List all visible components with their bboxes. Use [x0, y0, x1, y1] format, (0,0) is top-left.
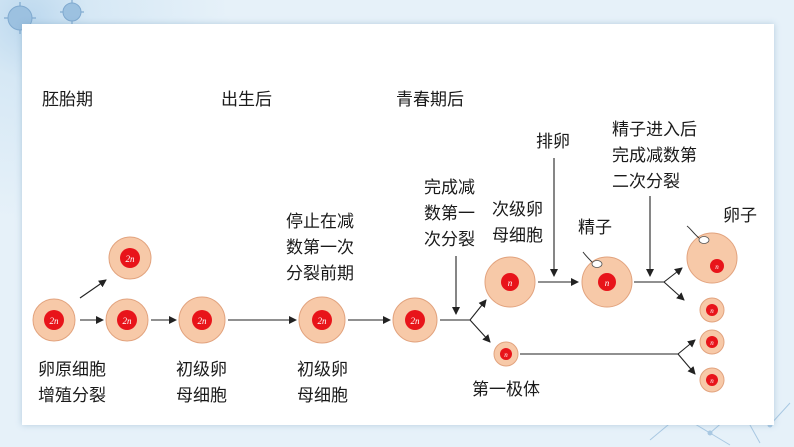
sperm-enter-label-line1: 精子进入后: [612, 120, 697, 140]
upper-daughter-ploidy: 2n: [126, 254, 136, 264]
egg-cell: n: [686, 225, 738, 284]
primary-oocyte-1-ploidy: 2n: [198, 316, 208, 326]
polar-body-cell-upper: n: [699, 297, 725, 323]
oogonium-label-line1: 卵原细胞: [38, 360, 106, 380]
arrow-oogonium-to-upper: [79, 279, 107, 299]
egg-sperm-tail-icon: [686, 225, 700, 239]
oogonium-daughter-lower: 2n: [105, 298, 149, 342]
arrow-split-to-polar-upper: [663, 281, 685, 301]
ovulation-label: 排卵: [536, 132, 570, 152]
sperm-label: 精子: [578, 218, 612, 238]
secondary-oocyte-ploidy: n: [508, 278, 513, 288]
oogonium-ploidy: 2n: [50, 316, 60, 326]
polar-body-cell-middle: n: [699, 329, 725, 355]
egg-label: 卵子: [723, 206, 757, 226]
oogonium-label-line2: 增殖分裂: [38, 386, 106, 406]
content-panel: [22, 24, 774, 425]
stage-embryo-label: 胚胎期: [42, 90, 93, 110]
primary-oocyte-2-label-line1: 初级卵: [297, 360, 348, 380]
arrow-split-to-secondary: [469, 299, 487, 321]
polar-middle-ploidy: n: [710, 339, 714, 347]
secondary-oocyte-cell: n: [484, 256, 536, 308]
sperm-head-icon: [591, 260, 603, 268]
first-polar-body-cell: n: [493, 341, 519, 367]
arrow-split-to-polar: [469, 319, 491, 343]
sperm-enter-label-line2: 完成减数第: [612, 146, 697, 166]
oogonium-daughter-upper: 2n: [108, 236, 152, 280]
stage-birth-label: 出生后: [221, 90, 272, 110]
primary-oocyte-1-label-line2: 母细胞: [176, 386, 227, 406]
arrest-label-line2: 数第一次: [286, 238, 354, 258]
arrow-polar-to-lower: [677, 353, 696, 375]
arrow-split-to-egg: [663, 267, 683, 283]
polar-body-cell-lower: n: [699, 367, 725, 393]
primary-oocyte-3-ploidy: 2n: [411, 316, 421, 326]
ovulated-oocyte-ploidy: n: [605, 278, 610, 288]
complete-first-label-line2: 数第一: [424, 204, 475, 224]
egg-ploidy: n: [715, 263, 719, 271]
arrest-label-line1: 停止在减: [286, 212, 354, 232]
lower-daughter-ploidy: 2n: [123, 316, 133, 326]
complete-first-label-line1: 完成减: [424, 178, 475, 198]
primary-oocyte-cell-3: 2n: [392, 297, 438, 343]
egg-sperm-head-icon: [698, 236, 710, 244]
primary-oocyte-cell-2: 2n: [298, 296, 346, 344]
primary-oocyte-2-label-line2: 母细胞: [297, 386, 348, 406]
primary-oocyte-cell-1: 2n: [178, 296, 226, 344]
ovulated-oocyte-cell: n: [581, 251, 633, 308]
polar-lower-ploidy: n: [710, 377, 714, 385]
arrest-label-line3: 分裂前期: [286, 264, 354, 284]
complete-first-label-line3: 次分裂: [424, 230, 475, 250]
polar-upper-ploidy: n: [710, 307, 714, 315]
primary-oocyte-1-label-line1: 初级卵: [176, 360, 227, 380]
first-polar-body-label: 第一极体: [472, 380, 540, 400]
secondary-oocyte-label-line2: 母细胞: [492, 226, 543, 246]
polar-body-ploidy: n: [504, 351, 508, 359]
arrow-polar-to-middle: [677, 339, 696, 355]
stage-puberty-label: 青春期后: [396, 90, 464, 110]
sperm-enter-label-line3: 二次分裂: [612, 172, 680, 192]
sperm-tail-icon: [582, 251, 593, 263]
secondary-oocyte-label-line1: 次级卵: [492, 200, 543, 220]
oogonium-cell: 2n: [32, 298, 76, 342]
primary-oocyte-2-ploidy: 2n: [318, 316, 328, 326]
